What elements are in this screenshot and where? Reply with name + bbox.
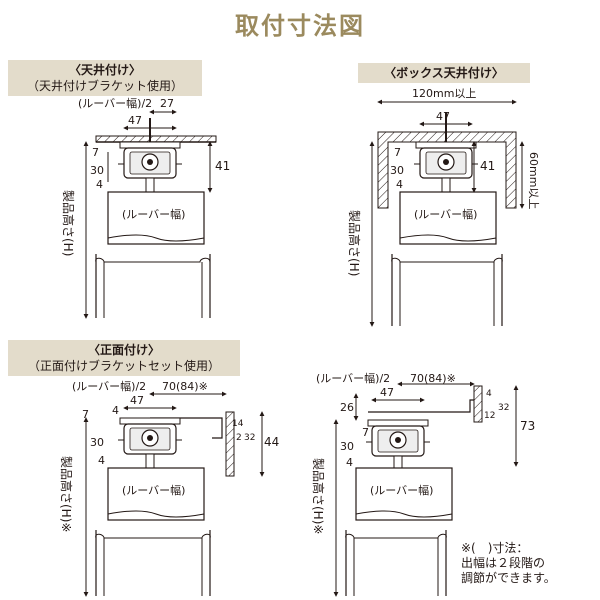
front2-dim-26: 26 [340, 401, 354, 414]
front2-dim-4r: 4 [486, 389, 492, 399]
ceiling-height-label: 製品高さ(H) [61, 190, 76, 256]
front2-dim-32: 32 [498, 403, 509, 413]
box-panel: 120mm以上 47 7 30 4 41 60mm以上 (ルーバー幅) 製品高さ… [347, 87, 540, 327]
box-heading: 〈ボックス天井付け〉 [384, 66, 504, 80]
ceiling-caption: 〈天井付け〉 （天井付けブラケット使用） [8, 60, 202, 96]
note-line-3: 調節ができます。 [461, 571, 556, 585]
box-caption: 〈ボックス天井付け〉 [358, 63, 530, 83]
front-dim-2: 2 [236, 433, 242, 443]
front-dim-30: 30 [90, 436, 104, 449]
front-dim-44: 44 [264, 435, 279, 449]
front-dim-70: 70(84)※ [162, 380, 208, 393]
front-dim-4b: 4 [98, 454, 105, 467]
bracket-icon [365, 419, 431, 473]
box-dim-47: 47 [436, 110, 450, 123]
ceiling-dim-30: 30 [90, 164, 104, 177]
front-panel: (ルーバー幅)/2 70(84)※ 47 7 4 30 4 14 2 32 44… [59, 380, 279, 597]
front-dim-14: 14 [232, 419, 244, 429]
box-dim-7: 7 [394, 146, 401, 159]
wall-surface [225, 411, 235, 477]
front2-panel: (ルーバー幅)/2 70(84)※ 47 26 7 30 4 4 12 32 7… [311, 372, 535, 597]
bracket-icon [117, 141, 183, 195]
box-dim-4: 4 [396, 178, 403, 191]
ceiling-surface [95, 135, 217, 143]
bracket-icon [413, 141, 479, 195]
front-height-label: 製品高さ(H)※ [59, 456, 74, 532]
front-heading: 〈正面付け〉 [87, 343, 160, 357]
front2-dim-30: 30 [340, 440, 354, 453]
front-bracket-arm [150, 417, 223, 439]
note-line-1: ※( )寸法： [461, 541, 529, 555]
ceiling-panel: (ルーバー幅)/2 27 47 7 30 4 41 (ルーバー幅) 製品高さ(H… [61, 97, 230, 319]
box-dim-120: 120mm以上 [412, 87, 476, 100]
page-title: 取付寸法図 [235, 12, 365, 40]
front2-dim-12: 12 [484, 411, 495, 421]
front-caption: 〈正面付け〉 （正面付けブラケットセット使用） [8, 340, 240, 376]
adjustment-note: ※( )寸法： 出幅は２段階の 調節ができます。 [461, 541, 556, 586]
front-width-label: (ルーバー幅) [122, 484, 185, 497]
front-subheading: （正面付けブラケットセット使用） [27, 359, 220, 373]
front2-width-label: (ルーバー幅) [370, 484, 433, 497]
front-dim-4a: 4 [112, 404, 119, 417]
wall-surface [473, 385, 483, 423]
box-dim-60: 60mm以上 [527, 152, 540, 209]
ceiling-dim-4: 4 [96, 178, 103, 191]
front2-bracket-arm [368, 399, 474, 413]
bracket-icon [117, 417, 183, 471]
front2-height-label: 製品高さ(H)※ [311, 458, 326, 534]
front2-dim-70: 70(84)※ [410, 372, 456, 385]
front2-dim-73: 73 [520, 419, 535, 433]
box-surface [377, 131, 517, 209]
ceiling-width-label: (ルーバー幅) [122, 208, 185, 221]
front2-dim-7: 7 [362, 426, 369, 439]
note-line-2: 出幅は２段階の [461, 556, 546, 570]
front-dim-half: (ルーバー幅)/2 [72, 380, 146, 393]
box-dim-30: 30 [390, 164, 404, 177]
front2-dim-half: (ルーバー幅)/2 [316, 372, 390, 385]
box-dim-41: 41 [480, 159, 495, 173]
ceiling-dim-half: (ルーバー幅)/2 [78, 97, 152, 110]
box-width-label: (ルーバー幅) [414, 208, 477, 221]
front-dim-47: 47 [130, 394, 144, 407]
front2-dim-4: 4 [346, 456, 353, 469]
ceiling-dim-7: 7 [92, 146, 99, 159]
ceiling-subheading: （天井付けブラケット使用） [26, 79, 183, 93]
front-dim-7: 7 [82, 408, 89, 421]
ceiling-heading: 〈天井付け〉 [68, 63, 141, 77]
ceiling-dim-47: 47 [128, 114, 142, 127]
front2-dim-47: 47 [380, 386, 394, 399]
front-dim-32: 32 [244, 433, 255, 443]
box-height-label: 製品高さ(H) [347, 210, 362, 276]
ceiling-dim-27: 27 [160, 97, 174, 110]
ceiling-dim-41: 41 [215, 159, 230, 173]
